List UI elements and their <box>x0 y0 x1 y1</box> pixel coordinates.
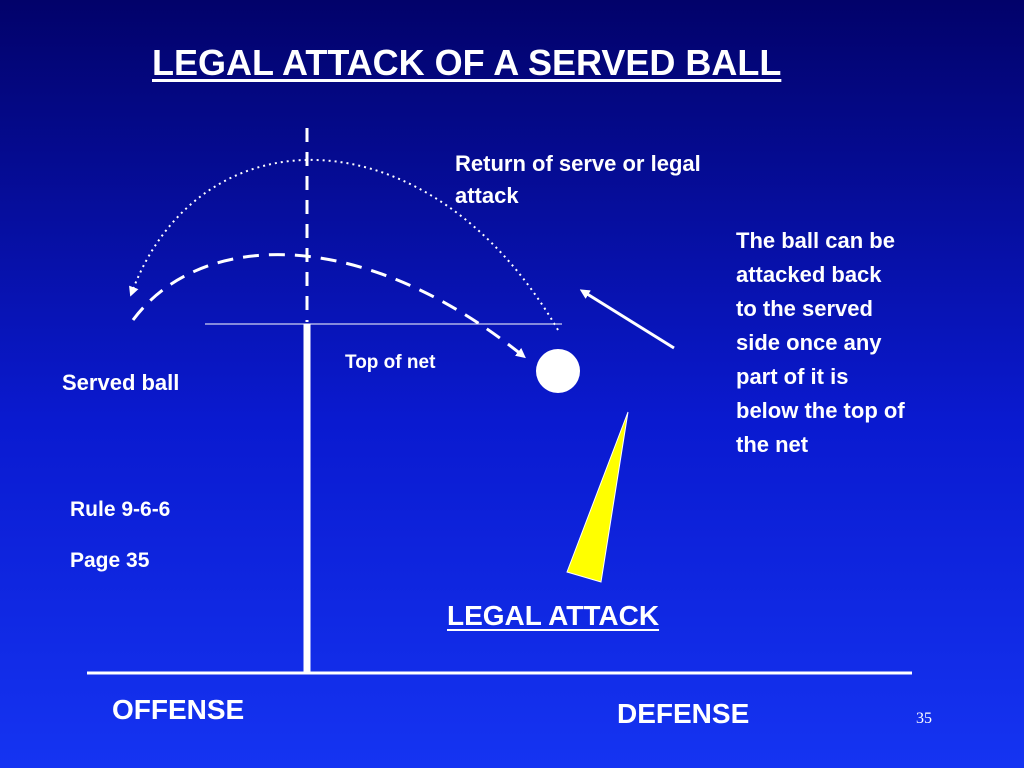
slide-title: LEGAL ATTACK OF A SERVED BALL <box>152 42 782 83</box>
ball-attack-note: The ball can be attacked back to the ser… <box>736 228 905 457</box>
ball <box>536 349 580 393</box>
pointer-arrow <box>579 289 675 350</box>
slide-number: 35 <box>916 710 932 727</box>
top-of-net-label: Top of net <box>345 352 436 373</box>
legal-attack-label: LEGAL ATTACK <box>447 600 660 631</box>
return-of-serve-label: Return of serve or legal attack <box>455 151 701 208</box>
served-ball-label: Served ball <box>62 370 180 395</box>
return-trajectory <box>129 158 559 331</box>
offense-label: OFFENSE <box>112 694 245 725</box>
defense-label: DEFENSE <box>617 698 750 729</box>
yellow-marker <box>566 411 629 583</box>
page-reference: Page 35 <box>70 549 150 572</box>
served-ball-trajectory <box>131 253 526 359</box>
rule-reference: Rule 9-6-6 <box>70 498 171 521</box>
